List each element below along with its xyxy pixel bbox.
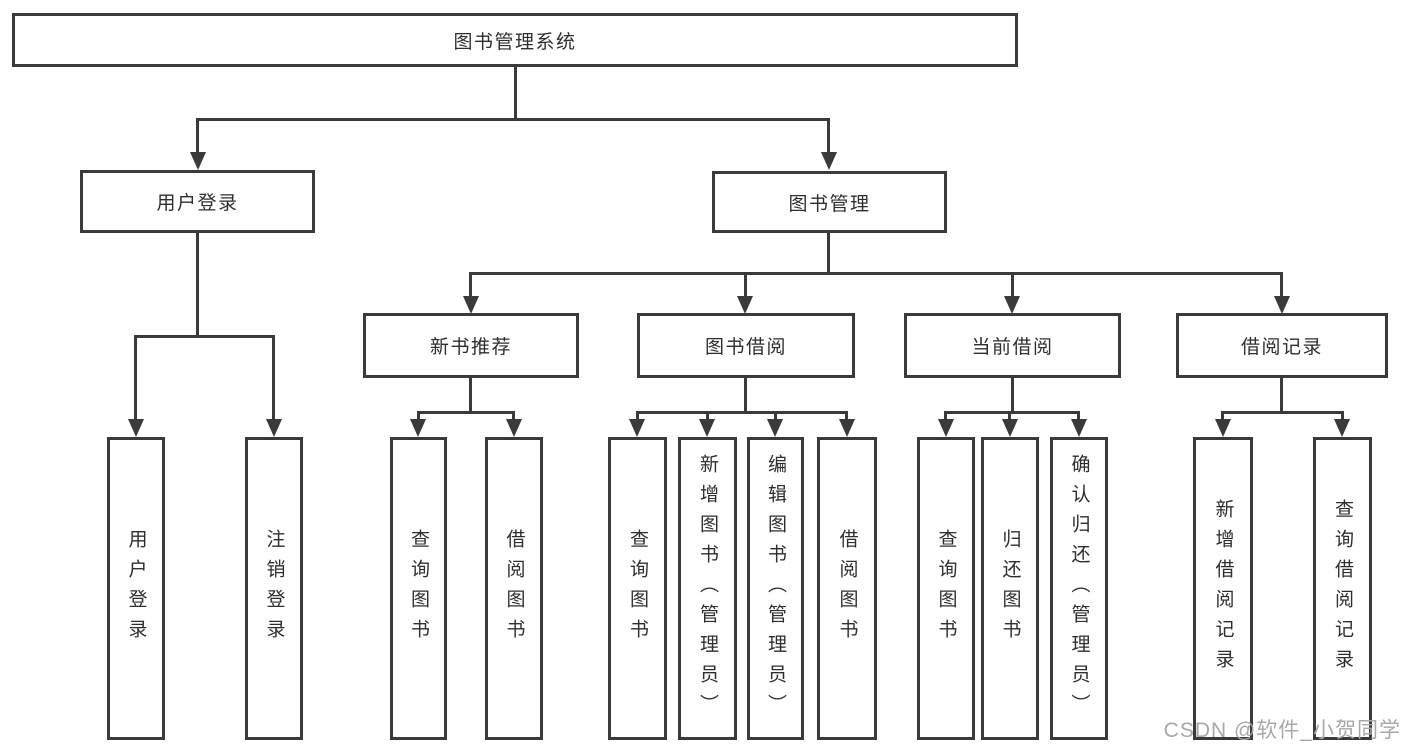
arrowhead-down-icon: [938, 419, 954, 437]
connector-line: [744, 272, 747, 298]
connector-line: [134, 335, 275, 338]
arrowhead-down-icon: [821, 152, 837, 170]
connector-line: [272, 335, 275, 421]
node-borrow-record: 借阅记录: [1176, 313, 1388, 378]
arrowhead-down-icon: [839, 419, 855, 437]
connector-line: [1280, 377, 1283, 413]
leaf-label: 查询图书: [935, 528, 957, 649]
node-leaf-borrow-book-1: 借阅图书: [485, 437, 543, 740]
connector-line: [196, 118, 830, 121]
connector-line: [1011, 377, 1014, 413]
leaf-label: 编辑图书（管理员）: [765, 453, 786, 724]
leaf-label: 查询借阅记录: [1332, 498, 1353, 679]
node-leaf-query-borrow-record: 查询借阅记录: [1313, 437, 1372, 740]
connector-line: [1077, 411, 1080, 421]
leaf-label: 注销登录: [263, 528, 285, 649]
connector-line: [417, 411, 420, 421]
leaf-label: 确认归还（管理员）: [1068, 453, 1090, 724]
node-leaf-edit-book-admin: 编辑图书（管理员）: [747, 437, 804, 740]
node-leaf-return-book: 归还图书: [981, 437, 1039, 740]
node-leaf-add-borrow-record: 新增借阅记录: [1193, 437, 1253, 740]
node-leaf-confirm-return-admin: 确认归还（管理员）: [1050, 437, 1108, 740]
arrowhead-down-icon: [266, 419, 282, 437]
connector-line: [514, 67, 517, 120]
node-leaf-query-book-1: 查询图书: [390, 437, 447, 740]
arrowhead-down-icon: [190, 152, 206, 170]
leaf-label: 查询图书: [408, 528, 429, 649]
connector-line: [1280, 272, 1283, 298]
node-library-management-system: 图书管理系统: [12, 13, 1018, 67]
connector-line: [1221, 411, 1344, 414]
csdn-watermark: CSDN @软件_小贺同学: [1163, 719, 1401, 742]
leaf-label: 借阅图书: [836, 528, 858, 649]
node-leaf-borrow-book-2: 借阅图书: [817, 437, 877, 740]
connector-line: [944, 411, 1080, 414]
connector-line: [774, 411, 777, 421]
node-leaf-query-book-3: 查询图书: [917, 437, 975, 740]
connector-line: [845, 411, 848, 421]
leaf-label: 新增图书（管理员）: [697, 453, 718, 724]
connector-line: [512, 411, 515, 421]
node-new-book-recommend: 新书推荐: [363, 313, 579, 378]
connector-line: [469, 377, 472, 413]
connector-line: [636, 411, 848, 414]
arrowhead-down-icon: [1274, 296, 1290, 314]
connector-line: [744, 377, 747, 413]
connector-line: [1341, 411, 1344, 421]
connector-line: [134, 335, 137, 421]
arrowhead-down-icon: [1071, 419, 1087, 437]
connector-line: [196, 233, 199, 337]
connector-line: [1011, 272, 1014, 298]
node-book-management: 图书管理: [712, 171, 947, 233]
arrowhead-down-icon: [1002, 419, 1018, 437]
arrowhead-down-icon: [1334, 419, 1350, 437]
arrowhead-down-icon: [699, 419, 715, 437]
connector-line: [827, 118, 830, 154]
node-current-borrow: 当前借阅: [904, 313, 1121, 378]
arrowhead-down-icon: [506, 419, 522, 437]
leaf-label: 归还图书: [999, 528, 1021, 649]
connector-line: [469, 272, 1283, 275]
arrowhead-down-icon: [128, 419, 144, 437]
arrowhead-down-icon: [1004, 296, 1020, 314]
leaf-label: 用户登录: [125, 528, 147, 649]
arrowhead-down-icon: [767, 419, 783, 437]
connector-line: [469, 272, 472, 298]
arrowhead-down-icon: [737, 296, 753, 314]
connector-line: [1221, 411, 1224, 421]
node-user-login: 用户登录: [80, 170, 315, 233]
connector-line: [636, 411, 639, 421]
node-leaf-logout: 注销登录: [245, 437, 303, 740]
arrowhead-down-icon: [463, 296, 479, 314]
arrowhead-down-icon: [410, 419, 426, 437]
connector-line: [1008, 411, 1011, 421]
arrowhead-down-icon: [629, 419, 645, 437]
connector-line: [196, 118, 199, 154]
connector-line: [827, 233, 830, 274]
node-leaf-query-book-2: 查询图书: [608, 437, 667, 740]
node-leaf-user-login: 用户登录: [107, 437, 165, 740]
arrowhead-down-icon: [1215, 419, 1231, 437]
leaf-label: 借阅图书: [503, 528, 525, 649]
leaf-label: 查询图书: [627, 528, 648, 649]
connector-line: [944, 411, 947, 421]
connector-line: [706, 411, 709, 421]
node-leaf-add-book-admin: 新增图书（管理员）: [678, 437, 737, 740]
leaf-label: 新增借阅记录: [1212, 498, 1234, 679]
node-book-borrow: 图书借阅: [637, 313, 855, 378]
connector-line: [417, 411, 515, 414]
